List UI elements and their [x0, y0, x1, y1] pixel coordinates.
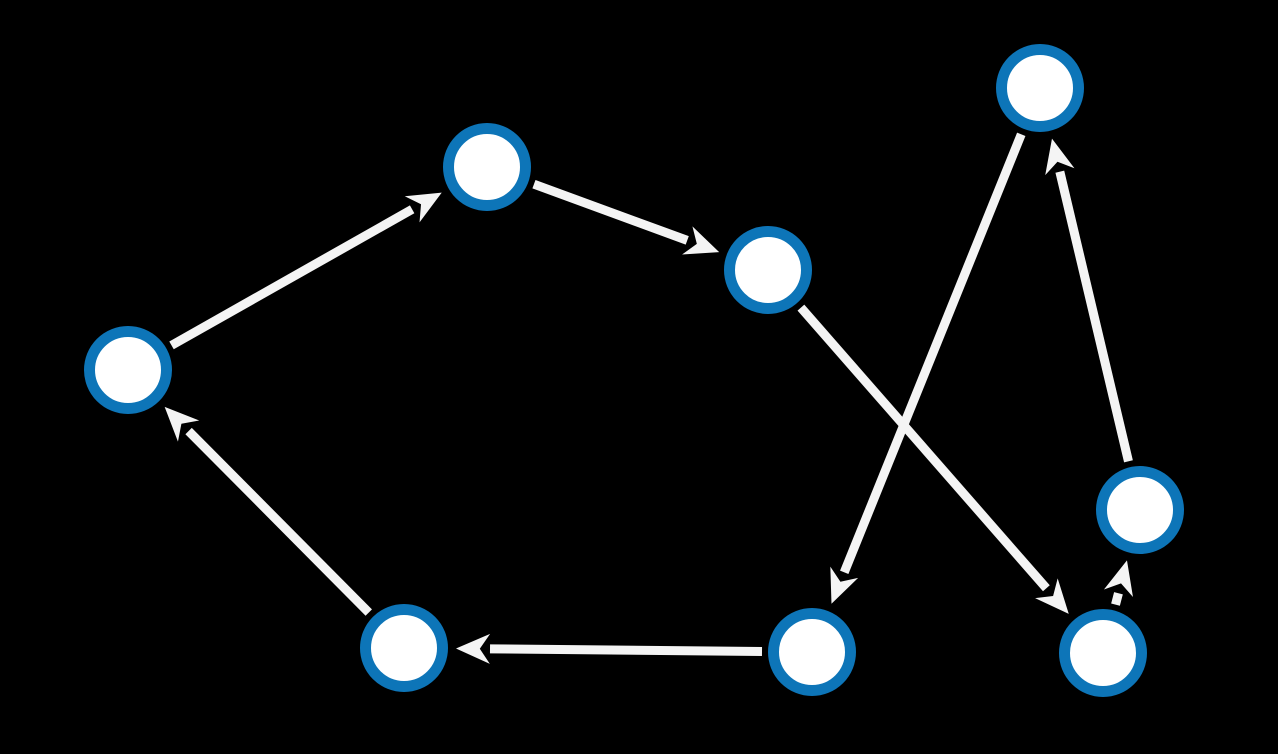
graph-node-n7[interactable]: [768, 608, 856, 696]
arrowhead-icon-n4-to-n7: [830, 566, 859, 604]
arrowhead-icon-n8-to-n1: [164, 406, 200, 442]
graph-node-n3[interactable]: [724, 226, 812, 314]
graph-edge-n2-to-n3: [532, 179, 689, 245]
arrowhead-icon-n6-to-n5: [1103, 560, 1133, 598]
graph-node-n8[interactable]: [360, 604, 448, 692]
arrowhead-icon-n5-to-n4: [1045, 138, 1075, 176]
arrowhead-icon-n2-to-n3: [682, 226, 720, 255]
node-circle[interactable]: [84, 326, 172, 414]
graph-edge-n7-to-n8: [489, 644, 763, 657]
edges-layer: [164, 132, 1133, 664]
graph-node-n2[interactable]: [443, 123, 531, 211]
arrowhead-icon-n7-to-n8: [456, 633, 491, 664]
graph-edge-n1-to-n2: [169, 205, 415, 350]
node-circle[interactable]: [768, 608, 856, 696]
node-circle[interactable]: [1096, 466, 1184, 554]
graph-edge-n5-to-n4: [1055, 170, 1133, 463]
graph-edge-n4-to-n7: [840, 132, 1026, 574]
arrowhead-icon-n1-to-n2: [404, 192, 442, 223]
node-circle[interactable]: [1059, 609, 1147, 697]
node-circle[interactable]: [443, 123, 531, 211]
graph-node-n6[interactable]: [1059, 609, 1147, 697]
graph-edge-n6-to-n5: [1111, 592, 1123, 606]
node-circle[interactable]: [360, 604, 448, 692]
node-circle[interactable]: [724, 226, 812, 314]
graph-edge-n8-to-n1: [185, 427, 372, 616]
arrowhead-icon-n3-to-n6: [1035, 578, 1069, 614]
node-circle[interactable]: [996, 44, 1084, 132]
graph-edge-n3-to-n6: [797, 304, 1050, 592]
graph-node-n4[interactable]: [996, 44, 1084, 132]
graph-node-n5[interactable]: [1096, 466, 1184, 554]
nodes-layer: [84, 44, 1184, 697]
graph-node-n1[interactable]: [84, 326, 172, 414]
